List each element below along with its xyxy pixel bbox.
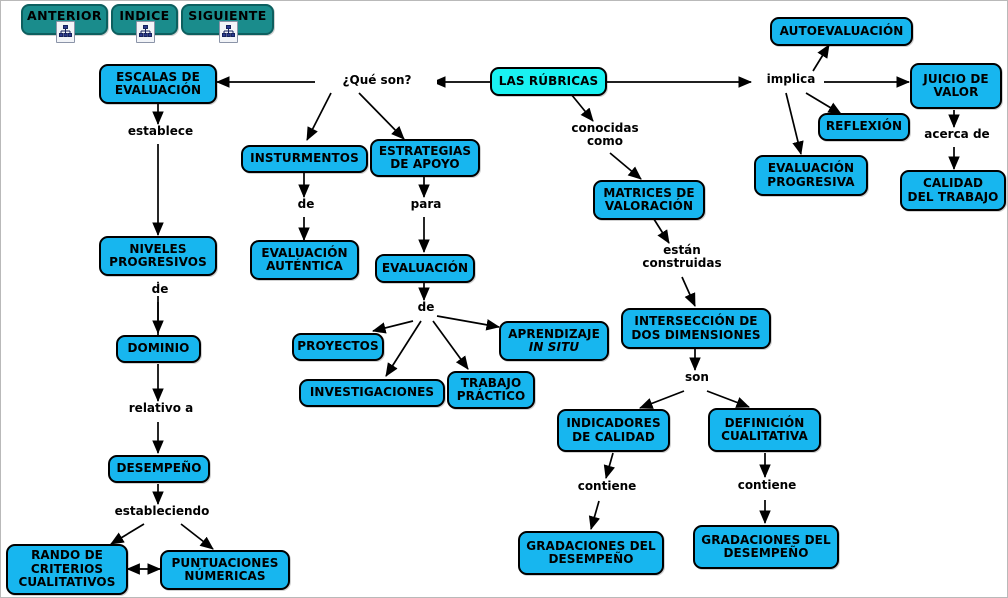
link-label-de-evaluacion: de — [399, 300, 453, 315]
concept-map-icon — [219, 21, 238, 43]
link-label-establece: establece — [111, 124, 210, 139]
node-juicio-de-valor[interactable]: JUICIO DE VALOR — [910, 63, 1002, 109]
node-niveles-progresivos[interactable]: NIVELES PROGRESIVOS — [99, 236, 217, 276]
link-label-acerca-de: acerca de — [913, 127, 1001, 142]
link-label-contiene-definicion: contiene — [728, 478, 806, 493]
node-interseccion-dos-dimensiones[interactable]: INTERSECCIÓN DE DOS DIMENSIONES — [621, 308, 771, 349]
node-aprendizaje-in-situ[interactable]: APRENDIZAJE IN SITU — [499, 321, 609, 361]
link-label-de-niveles: de — [133, 282, 187, 297]
node-definicion-cualitativa[interactable]: DEFINICIÓN CUALITATIVA — [708, 408, 821, 452]
node-escalas-de-evaluacion[interactable]: ESCALAS DE EVALUACIÓN — [99, 64, 217, 104]
link-label-relativo-a: relativo a — [114, 401, 208, 416]
node-aprendizaje-line2: IN SITU — [528, 340, 580, 354]
node-evaluacion-progresiva[interactable]: EVALUACIÓN PROGRESIVA — [754, 155, 868, 196]
node-matrices-de-valoracion[interactable]: MATRICES DE VALORACIÓN — [593, 180, 705, 220]
node-gradaciones-desempeno-2[interactable]: GRADACIONES DEL DESEMPEÑO — [693, 525, 839, 569]
concept-map-icon — [56, 21, 75, 43]
node-las-rubricas[interactable]: LAS RÚBRICAS — [490, 67, 607, 96]
link-label-conocidas-como: conocidas como — [557, 121, 653, 149]
link-label-de-instrumentos: de — [279, 197, 333, 212]
node-autoevaluacion[interactable]: AUTOEVALUACIÓN — [770, 17, 913, 46]
node-estrategias-de-apoyo[interactable]: ESTRATEGIAS DE APOYO — [370, 139, 480, 177]
node-calidad-del-trabajo[interactable]: CALIDAD DEL TRABAJO — [900, 170, 1006, 211]
node-aprendizaje-line1: APRENDIZAJE — [508, 326, 600, 341]
link-label-son: son — [671, 370, 723, 385]
node-indicadores-de-calidad[interactable]: INDICADORES DE CALIDAD — [557, 409, 670, 452]
link-label-contiene-indicadores: contiene — [568, 479, 646, 494]
node-rando-de-criterios-cualitativos[interactable]: RANDO DE CRITERIOS CUALITATIVOS — [6, 544, 128, 595]
concept-map-icon — [136, 21, 155, 43]
link-label-que-son: ¿Qué son? — [317, 73, 437, 88]
node-desempeno[interactable]: DESEMPEÑO — [108, 455, 210, 483]
node-trabajo-practico[interactable]: TRABAJO PRÁCTICO — [447, 371, 535, 409]
node-insturmentos[interactable]: INSTURMENTOS — [241, 145, 368, 173]
node-dominio[interactable]: DOMINIO — [116, 335, 201, 363]
node-reflexion[interactable]: REFLEXIÓN — [818, 113, 910, 141]
node-puntuaciones-numericas[interactable]: PUNTUACIONES NÚMERICAS — [160, 550, 290, 590]
link-label-estan-construidas: están construidas — [627, 243, 737, 271]
link-label-para: para — [399, 197, 453, 212]
node-proyectos[interactable]: PROYECTOS — [292, 333, 384, 361]
link-label-estableciendo: estableciendo — [101, 504, 223, 519]
node-evaluacion[interactable]: EVALUACIÓN — [375, 254, 475, 283]
node-gradaciones-desempeno-1[interactable]: GRADACIONES DEL DESEMPEÑO — [518, 531, 664, 575]
link-label-implica: implica — [758, 72, 824, 87]
node-evaluacion-autentica[interactable]: EVALUACIÓN AUTÉNTICA — [250, 240, 359, 280]
node-investigaciones[interactable]: INVESTIGACIONES — [299, 379, 445, 407]
